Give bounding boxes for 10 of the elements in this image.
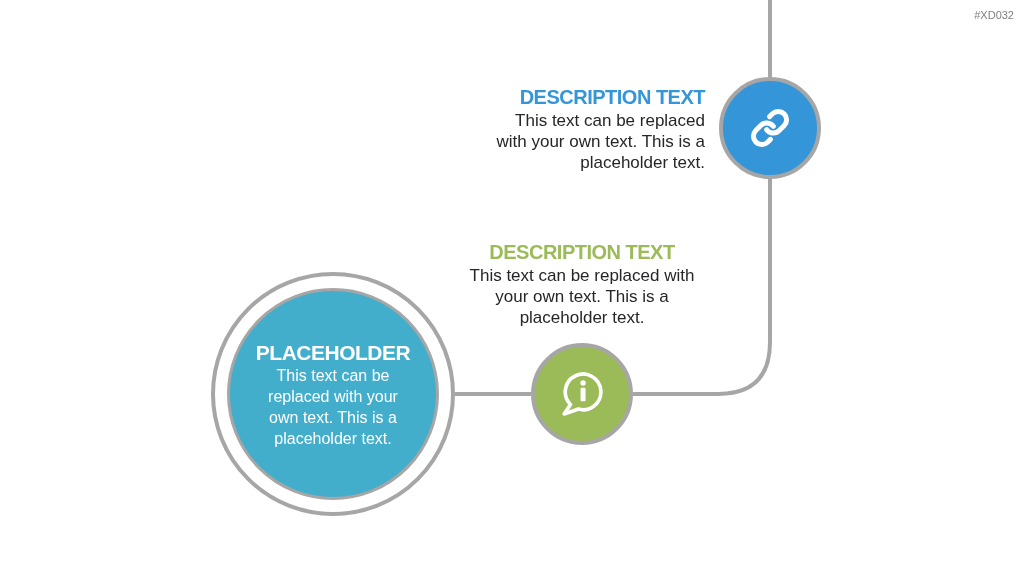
description-text: This text can be replaced with your own text. This is a placeholder text. — [468, 265, 696, 328]
connector-line — [633, 179, 772, 396]
connector-line — [768, 0, 772, 77]
circle-text: This text can be replaced with your own text. This is a placeholder text. — [267, 365, 399, 449]
connector-line — [455, 392, 531, 396]
description-text: This text can be replaced with your own text. This is a placeholder text. — [495, 110, 705, 173]
slide-code: #XD032 — [974, 8, 1014, 23]
circle-heading: PLACEHOLDER — [255, 339, 411, 365]
description-heading: DESCRIPTION TEXT — [519, 85, 705, 110]
description-heading: DESCRIPTION TEXT — [489, 240, 675, 265]
